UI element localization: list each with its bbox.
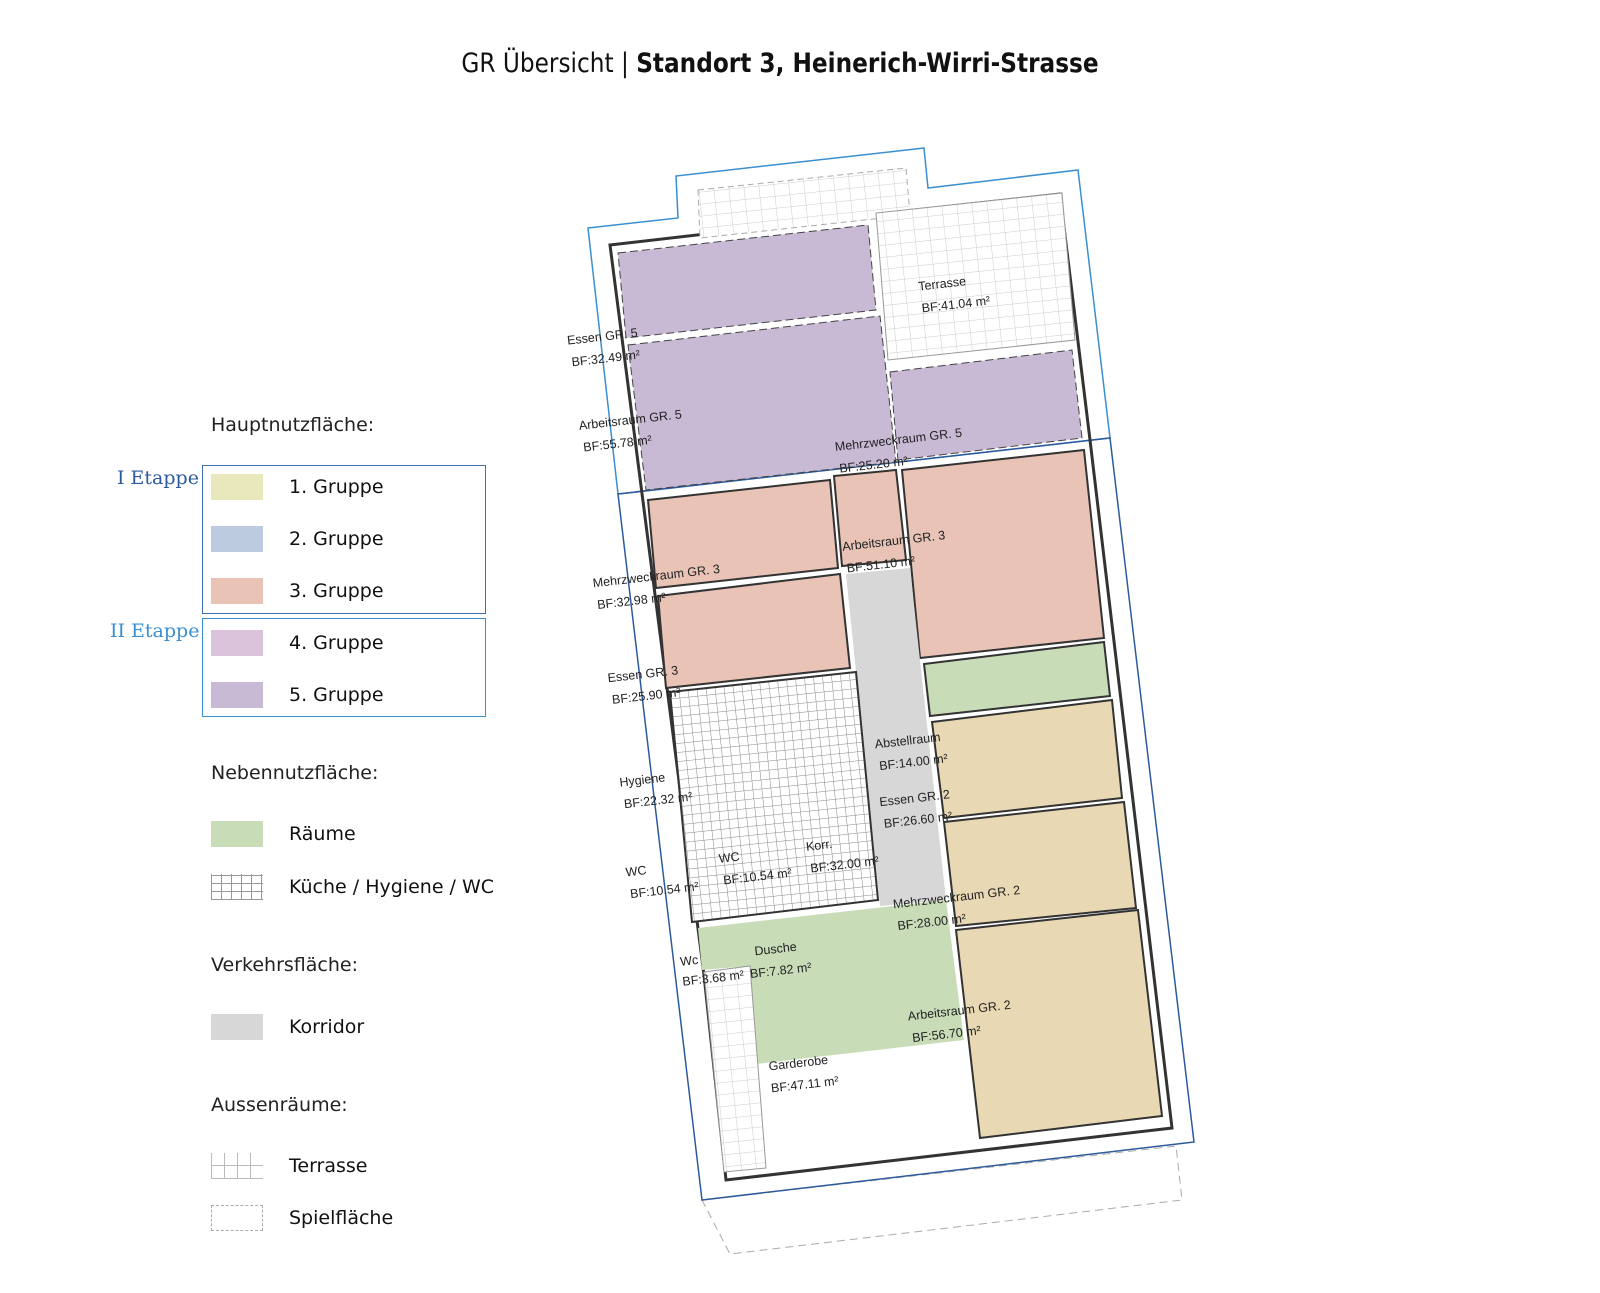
room-hygiene <box>668 670 880 924</box>
room-mehrzweckraum-gr3 <box>646 478 840 590</box>
spielflaeche-bottom <box>701 1145 1183 1255</box>
room-korridor <box>846 568 946 906</box>
stairs-top <box>697 167 911 239</box>
room-arbeitsraum-gr2 <box>954 908 1164 1140</box>
legend-etappe-2: II Etappe <box>110 620 200 642</box>
label: Wc <box>679 953 699 969</box>
legend-heading-hauptnutzflaeche: Hauptnutzfläche: <box>211 414 375 436</box>
swatch <box>211 682 263 708</box>
area: BF:7.82 m² <box>749 960 812 981</box>
legend-heading-verkehrsflaeche: Verkehrsfläche: <box>211 954 358 976</box>
legend-item-korridor: Korridor <box>211 1014 364 1040</box>
swatch <box>211 474 263 500</box>
area: BF:47.11 m² <box>770 1074 839 1096</box>
room-mehrzweckraum-gr2 <box>942 800 1138 928</box>
legend-item-gruppe-2: 2. Gruppe <box>211 526 384 552</box>
legend-item-gruppe-3: 3. Gruppe <box>211 578 384 604</box>
room-essen-gr2 <box>930 698 1124 820</box>
swatch <box>211 821 263 847</box>
legend-etappe-1: I Etappe <box>117 467 199 489</box>
legend-item-terrasse: Terrasse <box>211 1153 368 1179</box>
room-essen-gr5 <box>617 224 877 339</box>
swatch <box>211 578 263 604</box>
label: Garderobe <box>768 1053 829 1074</box>
legend-label: 3. Gruppe <box>289 580 384 602</box>
legend-item-spielflaeche: Spielfläche <box>211 1205 393 1231</box>
page-title: GR Übersicht | Standort 3, Heinerich-Wir… <box>109 48 1451 79</box>
legend-label: 5. Gruppe <box>289 684 384 706</box>
legend-label: Terrasse <box>289 1155 368 1177</box>
swatch <box>211 526 263 552</box>
legend-item-raeume: Räume <box>211 821 356 847</box>
legend-label: Räume <box>289 823 356 845</box>
title-location: Standort 3, Heinerich-Wirri-Strasse <box>636 48 1099 79</box>
legend-item-gruppe-5: 5. Gruppe <box>211 682 384 708</box>
room-garderobe <box>698 900 964 1064</box>
legend-heading-aussenraeume: Aussenräume: <box>211 1094 348 1116</box>
label: WC <box>718 850 740 866</box>
legend-label: Spielfläche <box>289 1207 394 1229</box>
terrasse-area <box>875 192 1076 361</box>
room-abstellraum <box>922 640 1112 718</box>
label: WC <box>625 863 647 879</box>
title-prefix: GR Übersicht | <box>461 48 637 79</box>
label: Korr. <box>805 837 833 854</box>
grid-pattern-swatch <box>211 874 263 900</box>
legend-label: 2. Gruppe <box>289 528 384 550</box>
legend-label: 4. Gruppe <box>289 632 384 654</box>
room-mehrzweckraum-gr5 <box>889 349 1083 461</box>
etappe-1-box <box>202 465 486 614</box>
legend-label: Korridor <box>289 1016 365 1038</box>
legend-item-gruppe-1: 1. Gruppe <box>211 474 384 500</box>
room-arbeitsraum-gr3 <box>900 448 1106 660</box>
label: Hygiene <box>619 770 666 789</box>
swatch <box>211 630 263 656</box>
label: Dusche <box>754 940 798 959</box>
etappe-1-outline <box>617 437 1195 1201</box>
legend-item-kueche: Küche / Hygiene / WC <box>211 874 494 900</box>
room-essen-gr3 <box>656 572 852 690</box>
swatch <box>211 1014 263 1040</box>
legend-label: 1. Gruppe <box>289 476 384 498</box>
dashed-swatch <box>211 1205 263 1231</box>
area: BF:3.68 m² <box>682 968 745 989</box>
room-arbeitsraum-gr5 <box>627 315 897 491</box>
area: BF:32.49 m² <box>571 348 641 370</box>
terrace-pattern-swatch <box>211 1153 263 1179</box>
legend-label: Küche / Hygiene / WC <box>289 876 495 898</box>
stairs-bottom <box>703 965 767 1173</box>
legend-item-gruppe-4: 4. Gruppe <box>211 630 384 656</box>
label: Terrasse <box>917 274 966 293</box>
etappe-2-box <box>202 618 486 717</box>
legend-heading-nebennutzflaeche: Nebennutzfläche: <box>211 762 379 784</box>
room-gr3-small <box>832 468 908 568</box>
label: Essen GR. 5 <box>566 326 638 348</box>
